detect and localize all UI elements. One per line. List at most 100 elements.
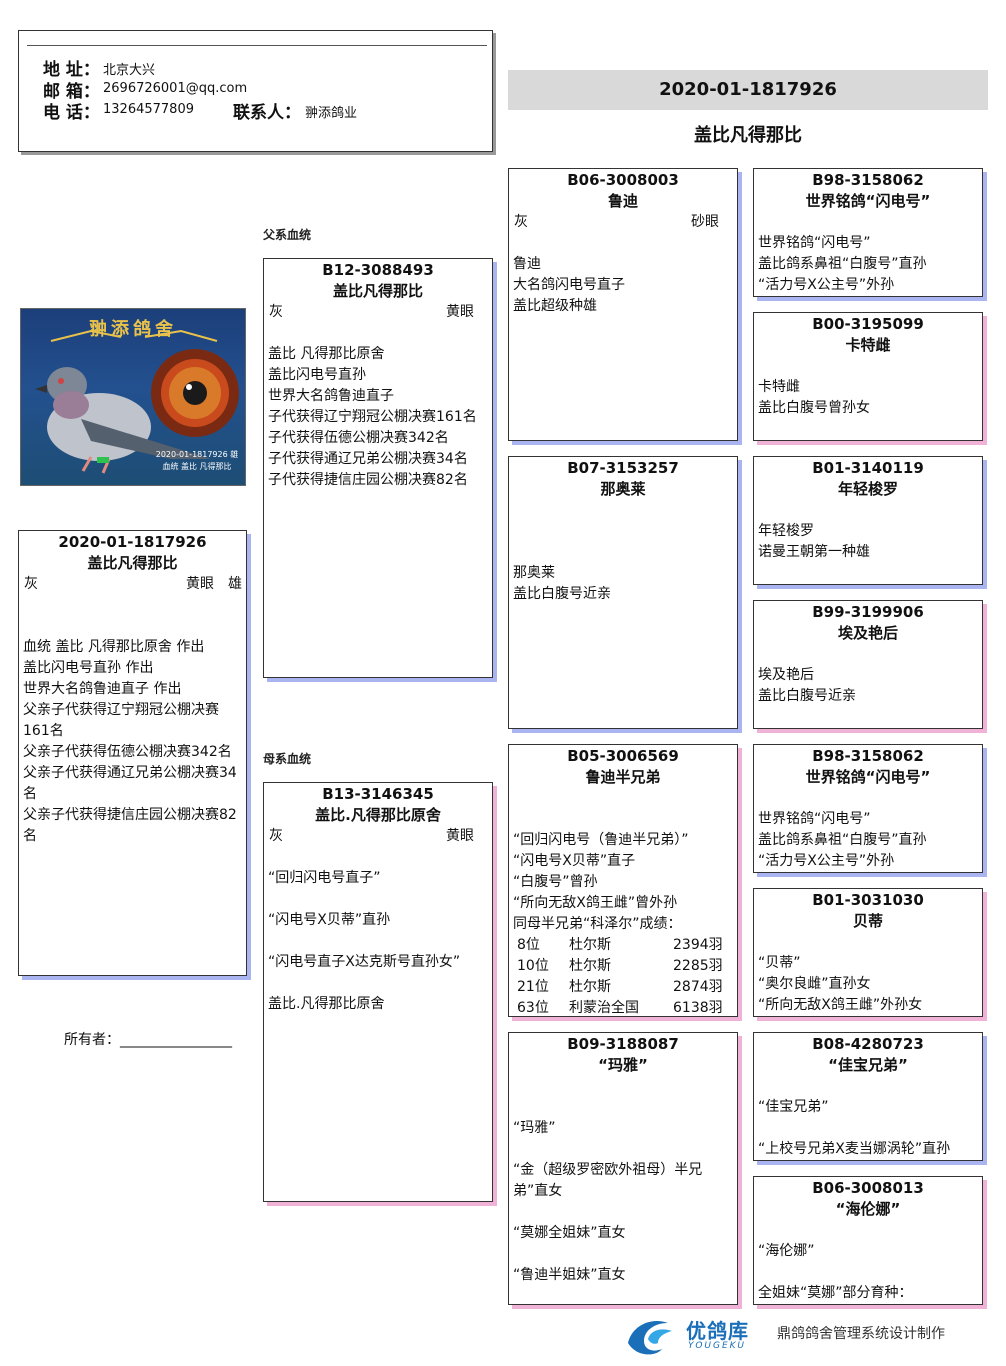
note-line: 盖比鸽系鼻祖“白腹号”直孙 — [758, 256, 927, 272]
subject-eye: 黄眼 — [186, 576, 214, 592]
note-line: “海伦娜” — [758, 1243, 815, 1259]
result-race: 杜尔斯 — [569, 979, 611, 995]
note-line: 盖比白腹号曾孙女 — [758, 400, 870, 416]
dss-name: 世界铭鸽“闪电号” — [805, 768, 931, 786]
note-line: 父亲子代获得伍德公棚决赛342名 — [23, 744, 232, 760]
result-birds: 2285羽 — [673, 958, 723, 974]
note-line: “莫娜全姐妹”直女 — [513, 1225, 626, 1241]
sire-sire-card: B06-3008003 鲁迪 灰 砂眼 鲁迪 大名鸽闪电号直子 盖比超级种雄 — [508, 168, 738, 441]
ds-sire-card: B98-3158062 世界铭鸽“闪电号” 世界铭鸽“闪电号” 盖比鸽系鼻祖“白… — [753, 744, 983, 873]
note-line: 父亲子代获得辽宁翔冠公棚决赛161名 — [23, 702, 219, 739]
ds-dam-card: B01-3031030 贝蒂 “贝蒂” “奥尔良雌”直孙女 “所向无敌X鸽王雌”… — [753, 888, 983, 1017]
result-place: 21位 — [517, 979, 549, 995]
result-birds: 6138羽 — [673, 1000, 723, 1016]
result-race: 杜尔斯 — [569, 958, 611, 974]
address-label: 地 址： — [43, 60, 100, 80]
sdd-notes: 埃及艳后 盖比白腹号近亲 — [754, 665, 982, 707]
subject-sex: 雄 — [228, 576, 242, 592]
brand-name: 优鸽库 — [686, 1319, 749, 1343]
ssd-ring: B00-3195099 — [812, 315, 924, 333]
email-value: 2696726001@qq.com — [103, 81, 248, 96]
sss-notes: 世界铭鸽“闪电号” 盖比鸽系鼻祖“白腹号”直孙 “活力号X公主号”外孙 — [754, 233, 982, 296]
ddd-notes: “海伦娜” 全姐妹“莫娜”部分育种： — [754, 1241, 982, 1304]
ds-notes: “回归闪电号（鲁迪半兄弟）” “闪电号X贝蒂”直子 “白腹号”曾孙 “所向无敌X… — [509, 830, 737, 935]
header-ring-bar: 2020-01-1817926 — [508, 70, 988, 110]
sire-eye: 黄眼 — [446, 304, 474, 320]
dam-card: B13-3146345 盖比.凡得那比原舍 灰 黄眼 “回归闪电号直子” “闪电… — [263, 782, 493, 1202]
ssd-name: 卡特雌 — [845, 336, 891, 354]
dds-name: “佳宝兄弟” — [828, 1056, 908, 1074]
dd-dam-card: B06-3008013 “海伦娜” “海伦娜” 全姐妹“莫娜”部分育种： — [753, 1176, 983, 1305]
sire-card: B12-3088493 盖比凡得那比 灰 黄眼 盖比 凡得那比原舍 盖比闪电号直… — [263, 258, 493, 678]
sire-name: 盖比凡得那比 — [332, 282, 423, 300]
ddd-ring: B06-3008013 — [812, 1179, 924, 1197]
subject-name: 盖比凡得那比 — [87, 554, 178, 572]
sd-notes: 那奥莱 盖比白腹号近亲 — [509, 563, 737, 605]
sire-line-label: 父系血统 — [263, 228, 312, 242]
note-line: 盖比.凡得那比原舍 — [268, 996, 385, 1012]
credit-text: 鼎鸽鸽舍管理系统设计制作 — [777, 1326, 945, 1342]
dss-ring: B98-3158062 — [812, 747, 924, 765]
note-line: 子代获得通辽兄弟公棚决赛34名 — [268, 451, 468, 467]
note-line: 全姐妹“莫娜”部分育种： — [758, 1285, 913, 1301]
note-line: 盖比白腹号近亲 — [758, 688, 856, 704]
sd-dam-card: B99-3199906 埃及艳后 埃及艳后 盖比白腹号近亲 — [753, 600, 983, 729]
owner-line: 所有者：________________ — [64, 1029, 232, 1049]
note-line: “贝蒂” — [758, 955, 801, 971]
note-line: 父亲子代获得捷信庄园公棚决赛82名 — [23, 807, 237, 844]
note-line: 盖比 凡得那比原舍 — [268, 346, 385, 362]
note-line: 鲁迪 — [513, 256, 541, 272]
note-line — [513, 1202, 733, 1223]
sds-notes: 年轻梭罗 诺曼王朝第一种雄 — [754, 521, 982, 563]
note-line: “白腹号”曾孙 — [513, 874, 598, 890]
swirl-logo-icon — [628, 1321, 672, 1355]
ds-ring: B05-3006569 — [567, 747, 679, 765]
sd-sire-card: B01-3140119 年轻梭罗 年轻梭罗 诺曼王朝第一种雄 — [753, 456, 983, 585]
owner-label: 所有者： — [64, 1032, 120, 1048]
result-birds: 2394羽 — [673, 937, 723, 953]
pigeon-illustration — [35, 329, 239, 474]
photo-caption-name: 血统 盖比 凡得那比 — [162, 462, 232, 471]
note-line: “金（超级罗密欧外祖母）半兄弟”直女 — [513, 1162, 703, 1199]
note-line: “玛雅” — [513, 1120, 556, 1136]
photo-caption-ring: 2020-01-1817926 雄 — [155, 450, 239, 459]
note-line: “活力号X公主号”外孙 — [758, 277, 895, 293]
note-line: 同母半兄弟“科泽尔”成绩： — [513, 916, 682, 932]
note-line — [268, 931, 488, 952]
note-line: 子代获得伍德公棚决赛342名 — [268, 430, 449, 446]
dd-ring: B09-3188087 — [567, 1035, 679, 1053]
note-line: 卡特雌 — [758, 379, 800, 395]
sire-color: 灰 — [269, 304, 283, 320]
pigeon-photo: 翀添鸽舍 2020-01-1817926 雄 血统 盖比 凡得那比 — [20, 308, 246, 486]
note-line — [268, 973, 488, 994]
note-line: 年轻梭罗 — [758, 523, 814, 539]
result-race: 利蒙治全国 — [569, 1000, 639, 1016]
dsd-notes: “贝蒂” “奥尔良雌”直孙女 “所向无敌X鸽王雌”外孙女 — [754, 953, 982, 1016]
note-line — [758, 1118, 978, 1139]
dam-color: 灰 — [269, 828, 283, 844]
ssd-notes: 卡特雌 盖比白腹号曾孙女 — [754, 377, 982, 419]
dd-name: “玛雅” — [598, 1056, 648, 1074]
note-line: 父亲子代获得通辽兄弟公棚决赛34名 — [23, 765, 237, 802]
phone-value: 13264577809 — [103, 102, 194, 117]
note-line: 子代获得捷信庄园公棚决赛82名 — [268, 472, 468, 488]
result-birds: 2874羽 — [673, 979, 723, 995]
dam-name: 盖比.凡得那比原舍 — [315, 806, 441, 824]
dam-eye: 黄眼 — [446, 828, 474, 844]
contact-person-value: 翀添鸽业 — [305, 106, 358, 121]
sdd-ring: B99-3199906 — [812, 603, 924, 621]
sds-name: 年轻梭罗 — [837, 480, 898, 498]
note-line: 血统 盖比 凡得那比原舍 作出 — [23, 639, 205, 655]
note-line: “回归闪电号直子” — [268, 870, 381, 886]
sire-ring: B12-3088493 — [322, 261, 434, 279]
note-line — [513, 1139, 733, 1160]
note-line: 世界大名鸽鲁迪直子 — [268, 388, 394, 404]
dam-ring: B13-3146345 — [322, 785, 434, 803]
subject-ring: 2020-01-1817926 — [58, 533, 207, 551]
dds-ring: B08-4280723 — [812, 1035, 924, 1053]
ss-eye: 砂眼 — [691, 214, 719, 230]
